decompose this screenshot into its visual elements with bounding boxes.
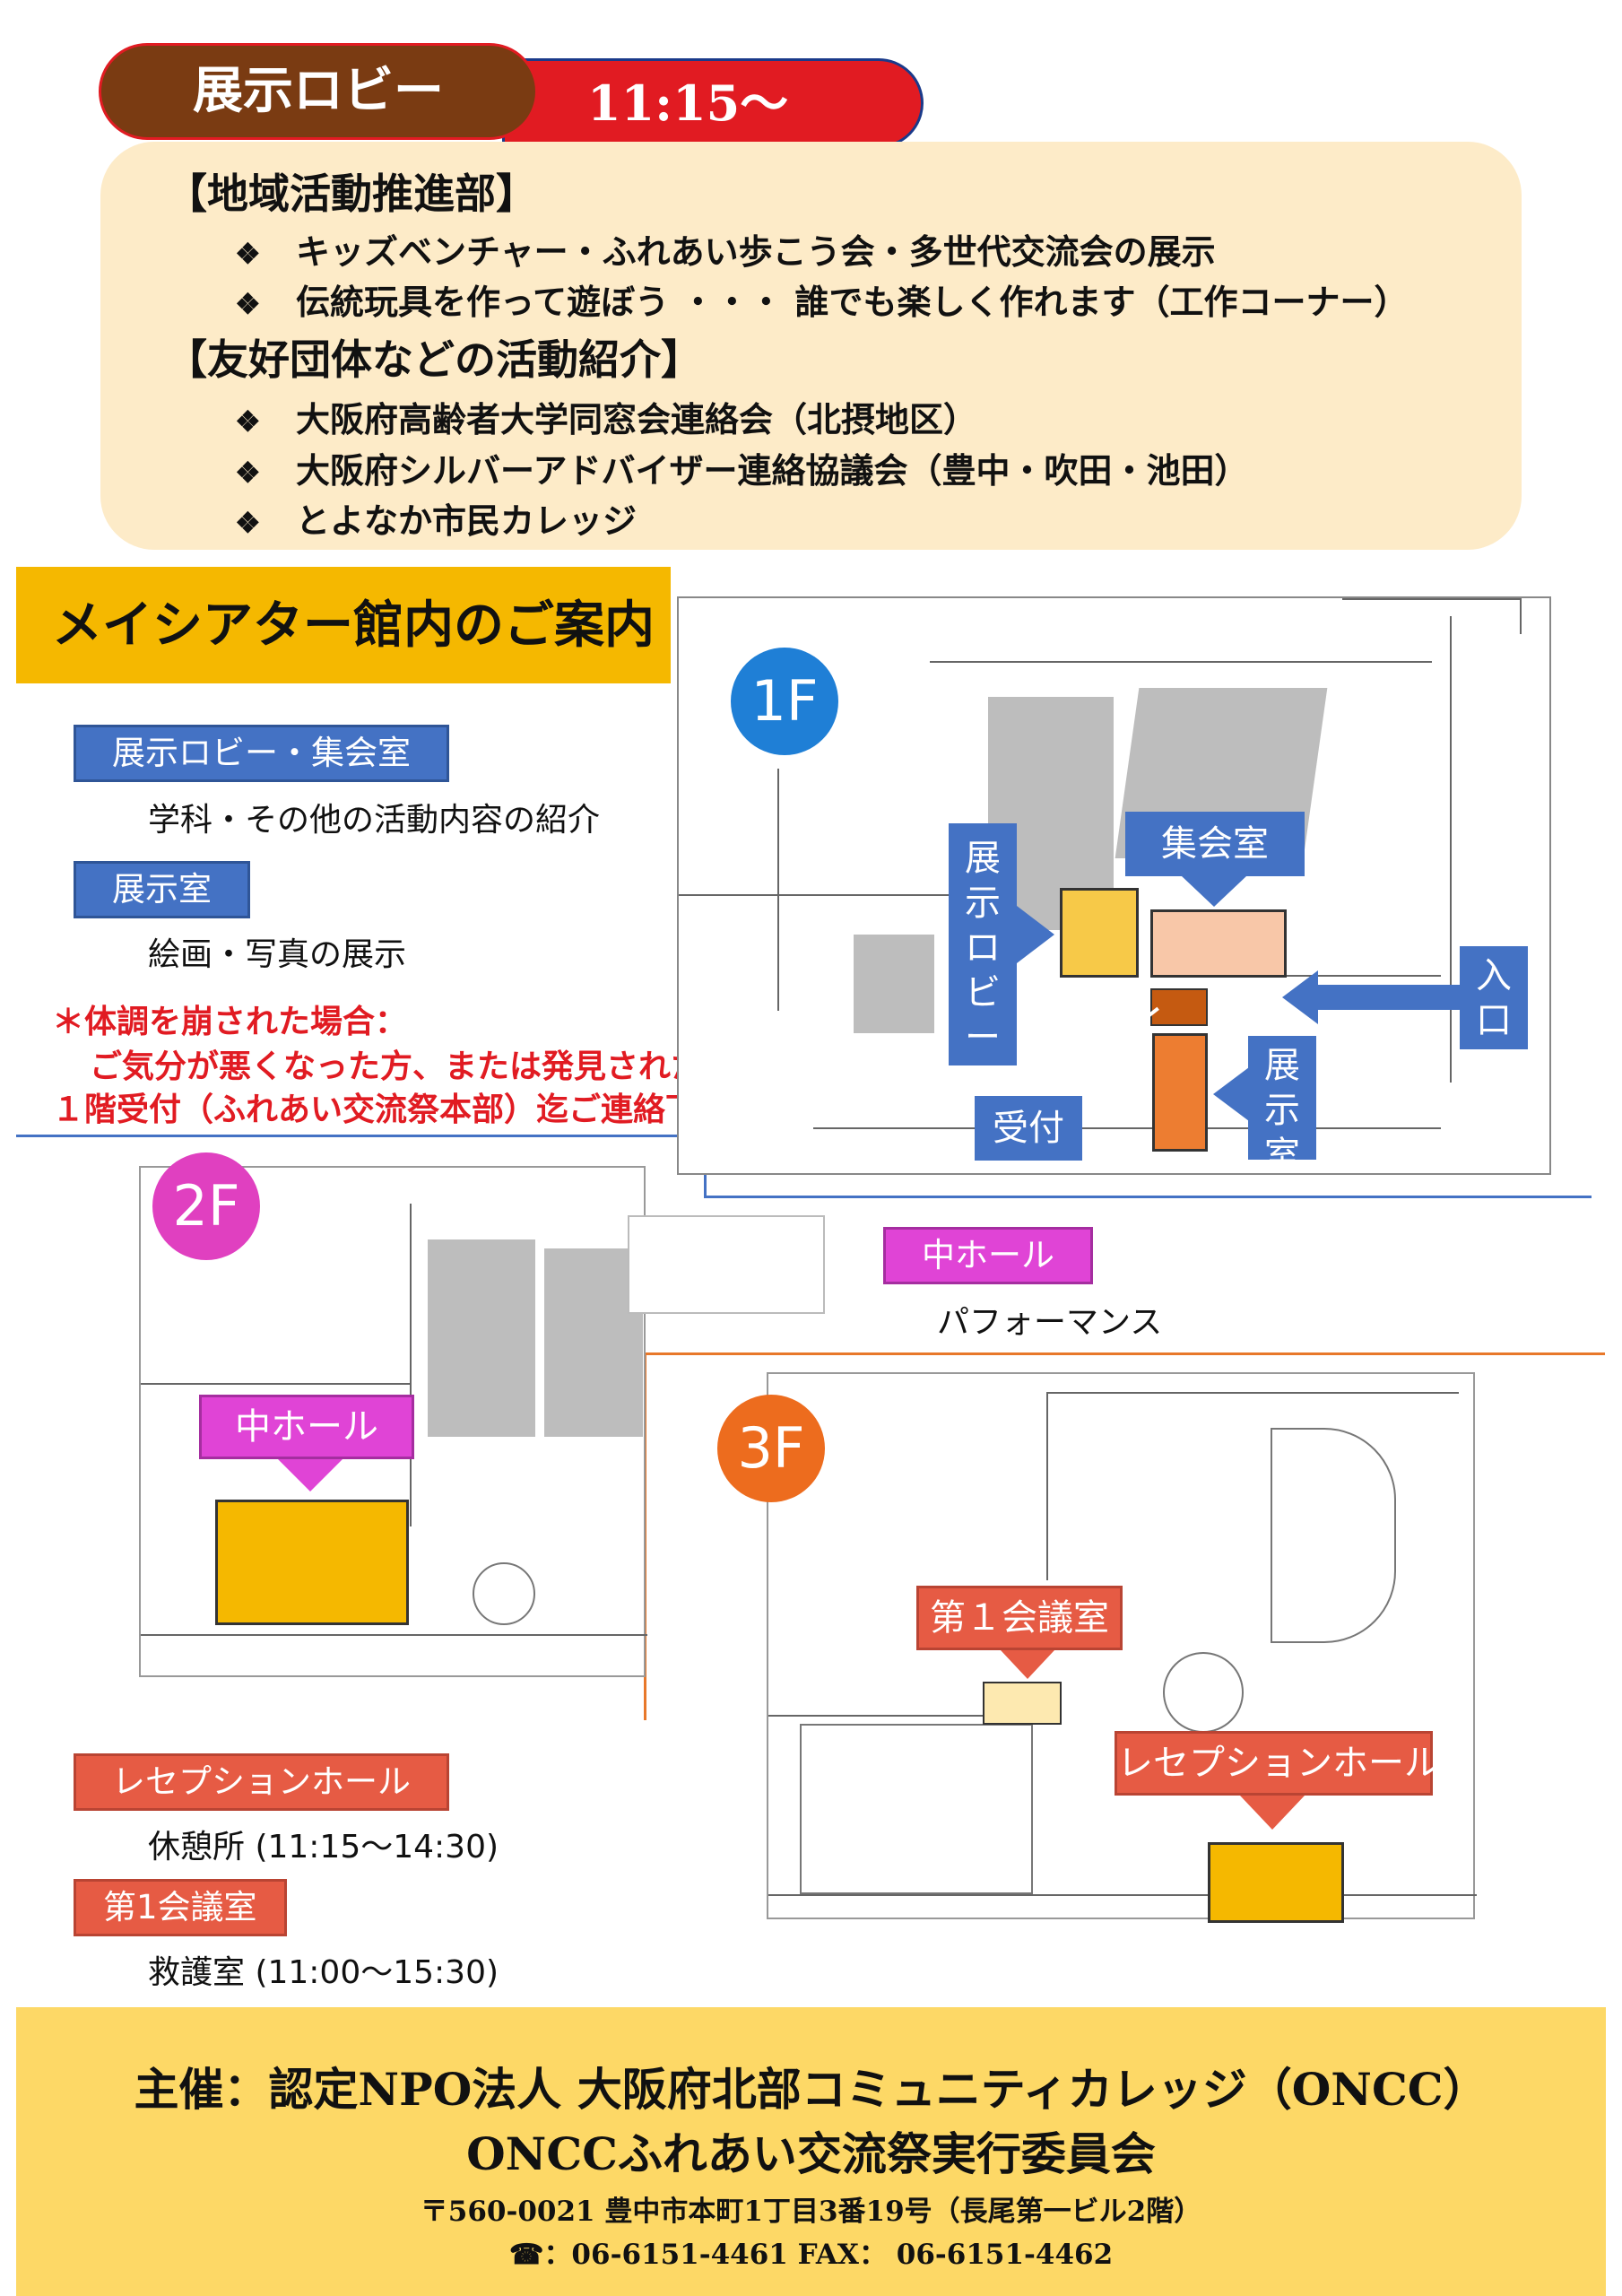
desc-reception-hall: 休憩所 (11:15～14:30) (148, 1829, 499, 1866)
desc-lobby-meeting: 学科・その他の活動内容の紹介 (148, 802, 601, 839)
hall-seating (544, 1248, 643, 1437)
tag-conference-room: 第1会議室 (74, 1879, 287, 1936)
info-panel (100, 142, 1522, 550)
section2-item: ❖大阪府シルバーアドバイザー連絡協議会（豊中・吹田・池田） (235, 450, 1249, 491)
arrow-down-icon (1001, 1650, 1054, 1679)
stage-area (428, 1239, 535, 1437)
arrow-left-icon (1282, 970, 1318, 1024)
label-entrance: 入口 (1460, 946, 1528, 1049)
arrow-left-icon (1213, 1067, 1249, 1121)
divider-orange (646, 1352, 1605, 1355)
section2-item: ❖とよなか市民カレッジ (235, 500, 638, 541)
label-exhibit-lobby: 展示ロビー (949, 823, 1017, 1065)
desc-middle-hall: パフォーマンス (937, 1304, 1163, 1341)
middle-hall-area (215, 1500, 409, 1625)
bullet-icon: ❖ (235, 456, 261, 490)
label-conference-room: 第１会議室 (916, 1586, 1123, 1650)
exhibit-room (1152, 1033, 1208, 1152)
label-exhibit-room: 展示室 (1248, 1036, 1316, 1176)
floor1-badge: 1F (731, 648, 838, 755)
footer-phone: ☎：06-6151-4461 FAX： 06-6151-4462 (508, 2239, 1114, 2271)
footer-committee: ONCCふれあい交流祭実行委員会 (466, 2127, 1156, 2180)
warning-line1: ＊体調を崩された場合： (52, 1004, 408, 1040)
footer-organizer: 主催：認定NPO法人 大阪府北部コミュニティカレッジ（ONCC） (134, 2063, 1488, 2116)
label-reception: 受付 (975, 1096, 1082, 1161)
floor2-badge: 2F (152, 1152, 260, 1260)
meeting-room (1150, 909, 1287, 978)
phone-icon: ☎ (508, 2239, 544, 2271)
conference-room-area (983, 1682, 1062, 1725)
tag-reception-hall: レセプションホール (74, 1753, 449, 1811)
bullet-icon: ❖ (235, 237, 261, 271)
divider-blue (16, 1135, 707, 1137)
bullet-icon: ❖ (235, 404, 261, 439)
label-middle-hall: 中ホール (199, 1395, 414, 1459)
hall-seating-small (854, 935, 934, 1033)
desc-exhibit-room: 絵画・写真の展示 (148, 936, 407, 973)
floor2-map-extension (628, 1215, 825, 1314)
bullet-icon: ❖ (235, 287, 261, 321)
label-meeting-room: 集会室 (1125, 812, 1305, 876)
tag-exhibit-room: 展示室 (74, 861, 250, 918)
bullet-icon: ❖ (235, 506, 261, 540)
section2-item: ❖大阪府高齢者大学同窓会連絡会（北摂地区） (235, 399, 978, 439)
tag-middle-hall: 中ホール (883, 1227, 1093, 1284)
arrow-down-icon (278, 1459, 343, 1492)
footer-address: 〒560-0021 豊中市本町1丁目3番19号（長尾第一ビル2階） (420, 2196, 1202, 2228)
arrow-down-icon (1240, 1796, 1305, 1830)
lobby-room (1060, 888, 1139, 978)
section2-title: 【友好団体などの活動紹介】 (166, 335, 702, 384)
banner-time: 11:15～15:30 (502, 58, 924, 216)
arrow-right-icon (1017, 906, 1054, 963)
desc-conference-room: 救護室 (11:00～15:30) (148, 1954, 499, 1991)
section1-title: 【地域活動推進部】 (166, 170, 537, 218)
banner-title: 展示ロビー (99, 43, 538, 140)
label-reception-hall: レセプションホール (1115, 1731, 1440, 1796)
warning-line3: １階受付（ふれあい交流祭本部）迄ご連絡下さい。 (52, 1091, 795, 1128)
tag-lobby-meeting: 展示ロビー・集会室 (74, 725, 449, 782)
reception-desk (1150, 988, 1208, 1026)
section1-item: ❖伝統玩具を作って遊ぼう ・・・ 誰でも楽しく作れます（工作コーナー） (235, 282, 1409, 322)
guide-title: メイシアター館内のご案内 (16, 567, 671, 683)
floor3-badge: 3F (717, 1395, 825, 1502)
divider-blue (704, 1196, 1592, 1198)
footer (16, 2007, 1606, 2296)
section1-item: ❖キッズベンチャー・ふれあい歩こう会・多世代交流会の展示 (235, 231, 1216, 272)
reception-hall-area (1208, 1842, 1344, 1923)
arrow-down-icon (1182, 876, 1246, 907)
